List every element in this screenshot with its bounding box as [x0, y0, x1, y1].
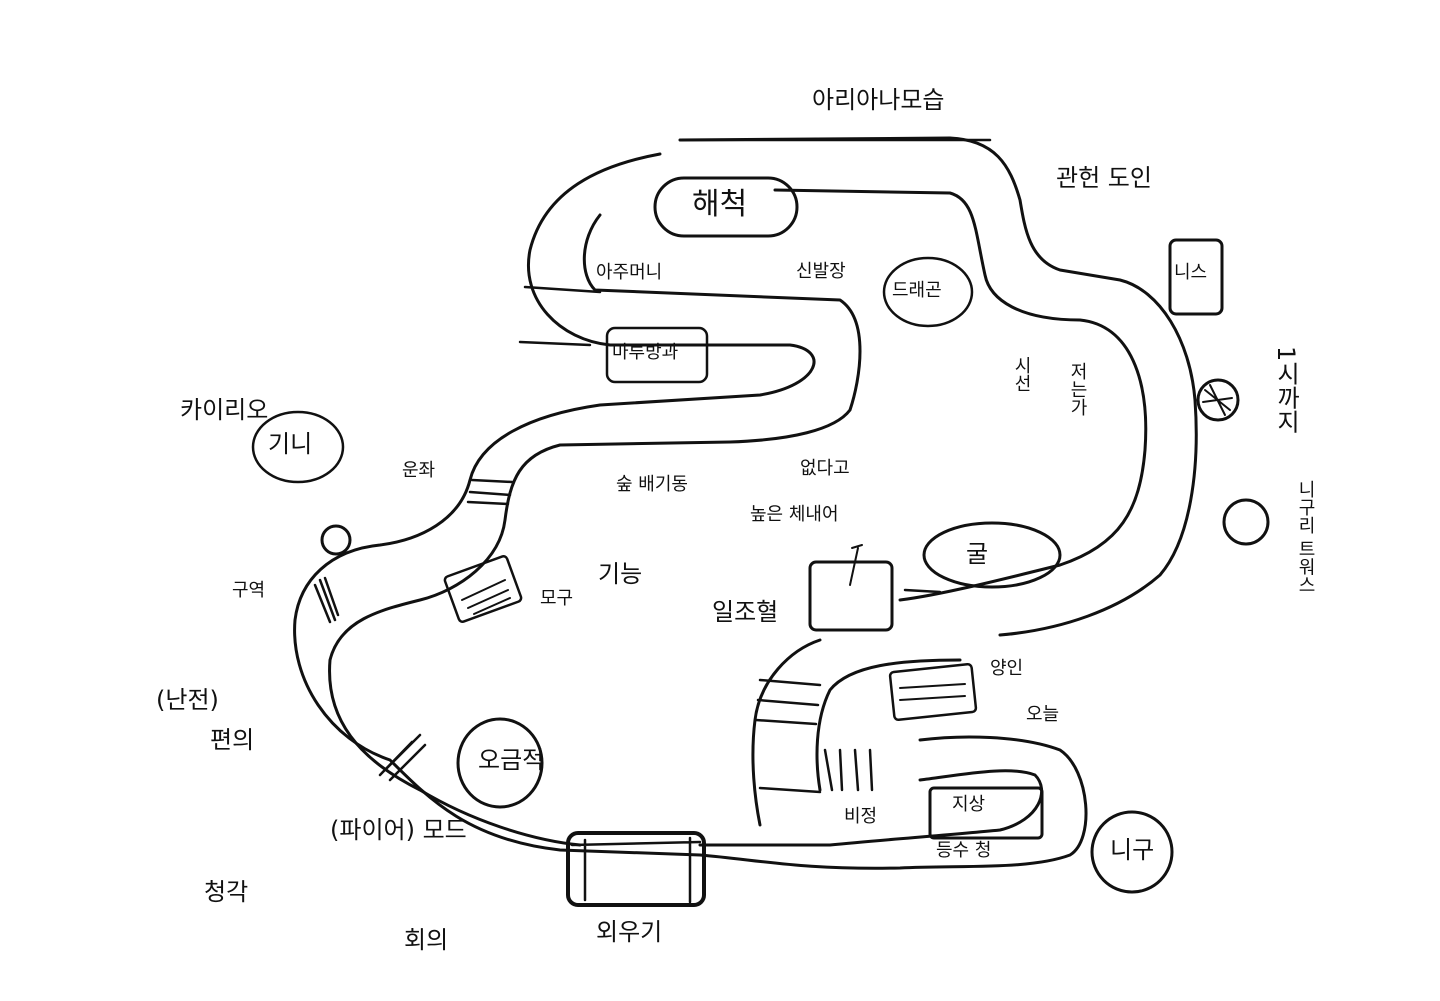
label-gul: 굴 [966, 540, 989, 568]
label-right-vertical-b: 니구리 트워스 [1295, 480, 1316, 594]
track-inner-line-2 [773, 188, 1148, 602]
track-inner-bend-2 [815, 658, 962, 792]
slanted-card-lines [461, 579, 511, 615]
jisang-box [928, 786, 1044, 840]
stamp-box [1168, 238, 1224, 316]
label-gijung: 기능 [598, 560, 643, 588]
deuraem-circle [882, 256, 974, 328]
label-neun-cheongo: 높은 체내어 [750, 504, 839, 525]
center-box [808, 560, 894, 632]
track-lower-loop [698, 769, 1044, 847]
label-jeoneun-gi: 저는가 [1067, 362, 1088, 416]
label-eopda: 없다고 [800, 458, 850, 479]
label-stamp: 니스 [1174, 262, 1208, 283]
label-chyeongak: 청각 [204, 878, 249, 906]
label-deuraem: 드래곤 [892, 280, 942, 301]
label-onbik: 오늘 [1026, 704, 1060, 725]
label-daerieo-right: (파이어) 모드 [330, 816, 467, 844]
bottom-cart-box [566, 831, 706, 907]
label-bijeong: 비정 [844, 806, 878, 827]
right-card-lines [899, 683, 966, 701]
track-s-curve [328, 213, 862, 847]
label-ogeumjeok: 오금적 [478, 746, 545, 774]
slanted-card [443, 555, 523, 623]
shell-marker-lines [1202, 384, 1233, 416]
gul-ellipse [922, 521, 1062, 589]
label-gini: 기니 [268, 430, 313, 458]
label-maru: 마루방과 [612, 342, 679, 363]
center-arrow [849, 544, 863, 586]
crossing-marks [313, 478, 874, 794]
shell-marker [1196, 378, 1240, 422]
label-nanjang: (난전) [156, 686, 219, 714]
track-inner-bend [751, 638, 822, 827]
track-outer-line [293, 152, 1088, 870]
haechuk-box [653, 176, 799, 238]
label-ajumoni: 아주머니 [596, 262, 663, 283]
small-marker-left [320, 524, 352, 556]
small-marker-right [1222, 498, 1270, 546]
right-bottom-circle [1090, 810, 1174, 894]
label-unjwa: 운좌 [402, 460, 436, 481]
label-hoeji: 회의 [404, 926, 449, 954]
gini-circle [251, 410, 345, 484]
track-inner-line [678, 136, 1198, 637]
label-haechuk: 해척 [692, 187, 748, 222]
bottom-cart-inner [570, 836, 702, 904]
track-side-lines [518, 285, 942, 594]
label-gwanjeon: 관헌 도인 [1056, 164, 1152, 192]
right-card [888, 662, 978, 722]
label-top-title: 아리아나모습 [812, 86, 945, 114]
label-kaweri: 카이리오 [180, 396, 269, 424]
label-guyeok: 구역 [232, 580, 266, 601]
label-mogu: 모구 [540, 588, 574, 609]
maru-box [605, 326, 709, 384]
label-sinbalk: 신발장 [796, 261, 846, 282]
label-iljuhyeol: 일조혈 [712, 598, 779, 626]
label-yangin: 양인 [990, 658, 1024, 679]
label-deungsu: 등수 청 [936, 840, 992, 861]
label-right-vertical-a: 1시까지 [1272, 346, 1300, 434]
label-bottom: 외우기 [596, 918, 663, 946]
label-jisang: 지상 [952, 794, 986, 815]
label-pyeon: 편의 [210, 726, 255, 754]
label-seul-haeban: 숲 배기동 [616, 474, 688, 495]
ogeum-circle [456, 717, 544, 809]
label-sisun: 시선 [1011, 356, 1032, 392]
label-ne-gu: 니구 [1110, 836, 1155, 864]
